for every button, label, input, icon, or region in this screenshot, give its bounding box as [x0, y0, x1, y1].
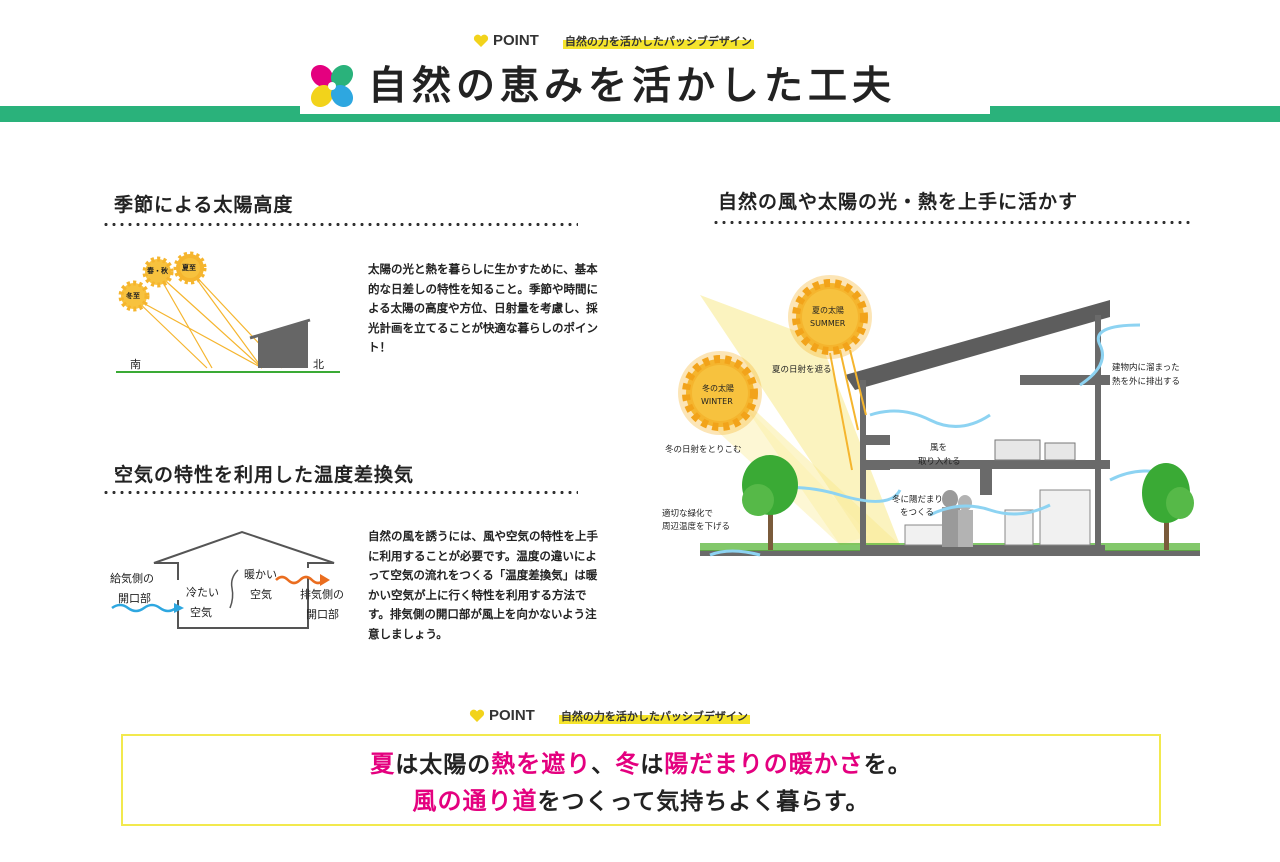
cold-air-label-2: 空気: [190, 606, 212, 619]
section2-heading: 空気の特性を利用した温度差換気: [114, 464, 415, 486]
point-badge: POINT: [473, 32, 539, 49]
summer-sun-label-1: 夏の太陽: [812, 306, 844, 315]
bottom-point-row: POINT 自然の力を活かしたパッシブデザイン: [469, 707, 750, 724]
house-outline: [153, 530, 335, 580]
summary-text-1: は太陽の: [395, 752, 492, 778]
section3-dotted-rule: [712, 220, 1190, 225]
passive-house-illustration: [678, 275, 1200, 557]
label-sunspot-2: をつくる: [900, 508, 934, 518]
intake-label-2: 開口部: [118, 592, 151, 605]
section2-paragraph: 自然の風を誘うには、風や空気の特性を上手に利用することが必要です。温度の違いによ…: [368, 529, 598, 641]
intake-wave: [111, 603, 177, 613]
spring-ray-2: [157, 273, 213, 369]
summary-sunspot: 陽だまりの暖かさ: [664, 750, 864, 778]
bottom-point-label: POINT: [489, 707, 535, 724]
warm-air-label-1: 暖かい: [244, 568, 277, 581]
sun-winter-large-icon: [678, 351, 762, 435]
sun-winter-icon: [118, 280, 150, 312]
summer-ray-2: [189, 269, 263, 369]
sun-summer-icon: [173, 251, 207, 285]
rising-air-line: [229, 569, 239, 609]
exhaust-label-2: 開口部: [306, 608, 339, 621]
label-heat-out-2: 熱を外に排出する: [1112, 377, 1181, 387]
label-greenery-2: 周辺温度を下げる: [662, 522, 731, 532]
wind-exhaust: [1079, 323, 1141, 387]
warm-air-label-2: 空気: [250, 588, 272, 601]
north-label: 北: [313, 358, 324, 371]
bottom-point-badge: POINT: [469, 707, 535, 724]
sun-summer-large-icon: [788, 275, 872, 359]
exhaust-label-1: 排気側の: [300, 588, 344, 601]
summary-wind-path: 風の通り道: [412, 787, 538, 815]
label-wind-2: 取り入れる: [918, 457, 961, 467]
clover-icon: [310, 64, 354, 108]
point-label: POINT: [493, 32, 539, 49]
label-sunspot-1: 冬に陽だまり: [892, 495, 943, 505]
sun-winter-label: 冬至: [126, 292, 140, 300]
section3-heading: 自然の風や太陽の光・熱を上手に活かす: [718, 191, 1079, 213]
summary-summer: 夏: [370, 750, 396, 778]
summer-light-band: [700, 295, 900, 550]
label-block-summer: 夏の日射を遮る: [772, 365, 832, 375]
section1-heading: 季節による太陽高度: [114, 194, 294, 216]
south-label: 南: [130, 358, 141, 371]
summary-block-heat: 熱を遮り: [491, 750, 592, 778]
house-structure: [845, 300, 1110, 553]
section1-dotted-rule: [102, 222, 578, 227]
summary-text-3: を。: [863, 752, 912, 778]
winter-ray-1: [133, 297, 263, 369]
section1-paragraph: 太陽の光と熱を暮らしに生かすために、基本的な日差しの特性を知ること。季節や時間に…: [368, 262, 598, 354]
cold-air-label-1: 冷たい: [186, 586, 219, 599]
top-point-row: POINT 自然の力を活かしたパッシブデザイン: [473, 32, 754, 49]
summer-sun-label-2: SUMMER: [810, 319, 846, 328]
bottom-point-subtitle: 自然の力を活かしたパッシブデザイン: [558, 707, 750, 724]
winter-sun-label-2: WINTER: [701, 397, 733, 406]
heart-icon: [473, 34, 489, 47]
summary-text-4: をつくって気持ちよく暮らす。: [537, 789, 870, 815]
summary-box: 夏は太陽の熱を遮り、冬は陽だまりの暖かさを。 風の通り道をつくって気持ちよく暮ら…: [121, 734, 1161, 826]
label-greenery-1: 適切な緑化で: [662, 509, 714, 519]
summary-line-1: 夏は太陽の熱を遮り、冬は陽だまりの暖かさを。: [123, 746, 1159, 783]
spring-ray-1: [157, 273, 263, 369]
summary-line-2: 風の通り道をつくって気持ちよく暮らす。: [123, 783, 1159, 820]
intake-label-1: 給気側の: [110, 572, 154, 585]
label-winter-in: 冬の日射をとりこむ: [665, 445, 742, 455]
section2-dotted-rule: [102, 490, 578, 495]
winter-sun-label-1: 冬の太陽: [702, 384, 734, 393]
label-wind-1: 風を: [930, 443, 948, 453]
ventilation-diagram: [111, 530, 335, 629]
sun-spring-label: 春・秋: [147, 267, 168, 275]
tree-left-icon: [742, 455, 798, 550]
sun-spring-icon: [142, 256, 174, 288]
heart-icon: [469, 709, 485, 722]
winter-ray-2: [133, 297, 208, 369]
label-heat-out-1: 建物内に溜まった: [1112, 363, 1180, 373]
page-title: 自然の恵みを活かした工夫: [368, 63, 897, 109]
summer-ray-a: [839, 349, 859, 431]
sun-altitude-diagram: [116, 251, 340, 373]
summary-winter: 冬: [615, 750, 641, 778]
tree-right-icon: [1142, 463, 1194, 550]
summary-comma: 、: [591, 752, 616, 778]
summary-text-2: は: [640, 752, 665, 778]
point-subtitle: 自然の力を活かしたパッシブデザイン: [562, 32, 754, 49]
wind-upper: [869, 409, 991, 428]
sun-summer-label: 夏至: [182, 264, 196, 272]
wind-lower: [929, 503, 1051, 517]
title-box: 自然の恵みを活かした工夫: [300, 58, 990, 114]
exhaust-wave: [275, 575, 325, 585]
